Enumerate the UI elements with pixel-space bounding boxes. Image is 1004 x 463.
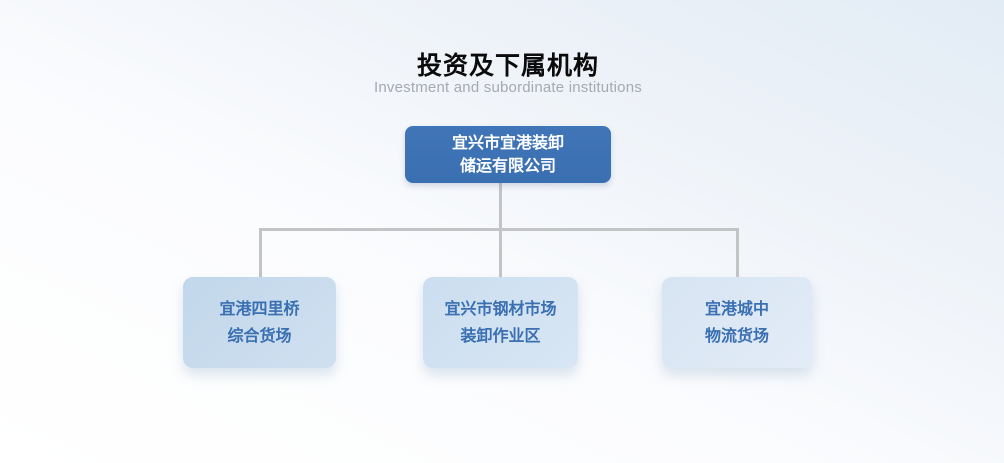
org-node-root-line2: 储运有限公司 xyxy=(459,157,556,175)
org-node-child-1-line2: 综合货场 xyxy=(227,327,292,345)
org-node-root-line1: 宜兴市宜港装卸 xyxy=(451,134,564,152)
org-node-child-2: 宜兴市钢材市场 装卸作业区 xyxy=(423,277,578,368)
org-node-child-2-line1: 宜兴市钢材市场 xyxy=(444,300,557,318)
org-node-root: 宜兴市宜港装卸 储运有限公司 xyxy=(405,126,611,183)
page-title: 投资及下属机构 xyxy=(416,52,599,80)
org-node-child-1: 宜港四里桥 综合货场 xyxy=(183,277,336,368)
connector-right-drop xyxy=(736,228,739,277)
connector-horizontal xyxy=(259,228,739,231)
connector-left-drop xyxy=(259,228,262,277)
org-node-child-3-line1: 宜港城中 xyxy=(704,300,769,318)
org-node-child-1-line1: 宜港四里桥 xyxy=(219,300,300,318)
page-subtitle: Investment and subordinate institutions xyxy=(374,79,642,96)
org-node-child-2-line2: 装卸作业区 xyxy=(460,327,541,345)
org-node-child-3: 宜港城中 物流货场 xyxy=(662,277,812,368)
org-node-child-3-line2: 物流货场 xyxy=(704,327,769,345)
